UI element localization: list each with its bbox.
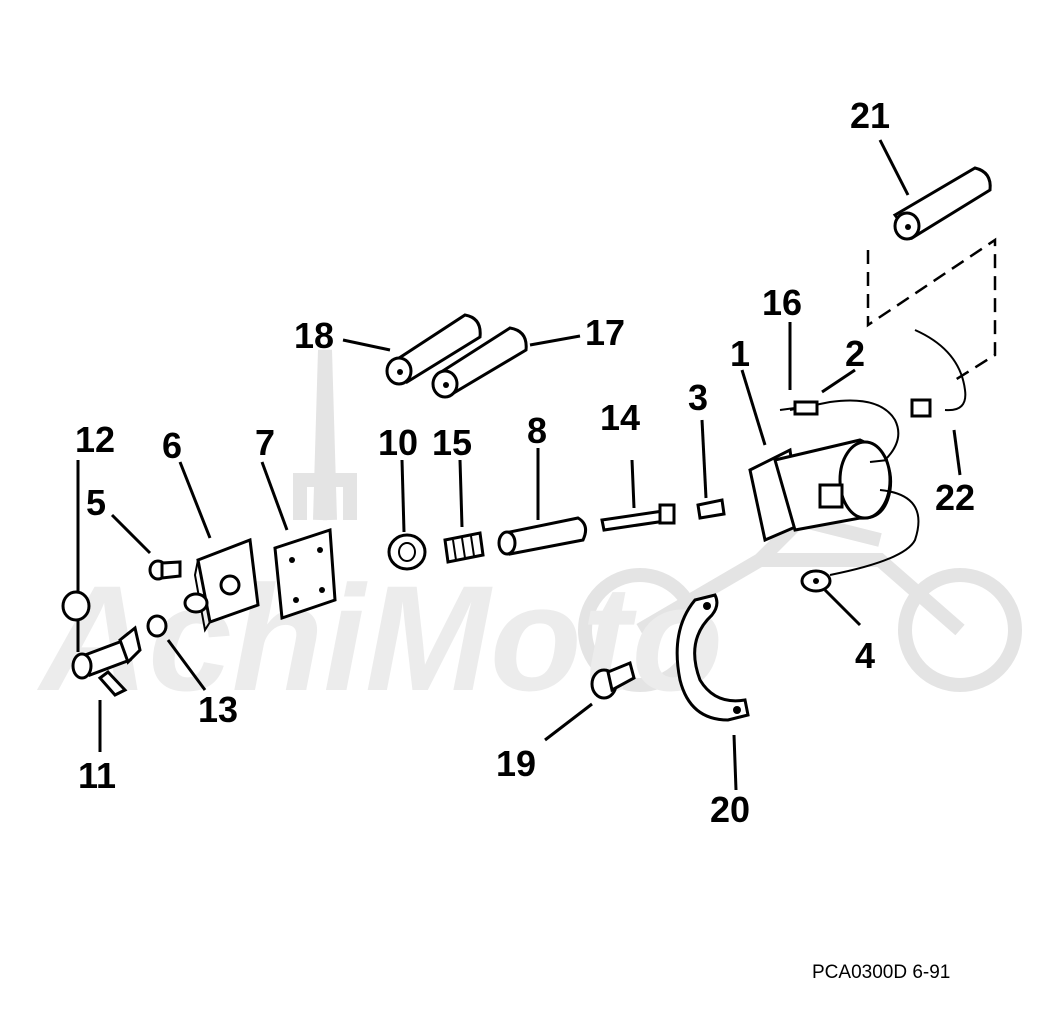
callout-21: 21 [850, 95, 890, 136]
part-2-16-connector [779, 399, 900, 461]
watermark-text: AchiMoto [36, 554, 723, 722]
callout-16: 16 [762, 282, 802, 323]
part-22-wire [910, 329, 967, 418]
part-3-spring [696, 498, 726, 520]
part-8-tube [497, 516, 588, 556]
leader-lines [76, 139, 962, 791]
callout-7: 7 [255, 422, 275, 463]
callout-14: 14 [600, 397, 640, 438]
callout-19: 19 [496, 743, 536, 784]
part-13-washer [146, 614, 168, 638]
part-7-gasket [273, 527, 337, 621]
callout-22: 22 [935, 477, 975, 518]
part-17-tube [431, 326, 528, 399]
callout-2: 2 [845, 333, 865, 374]
callouts: 21 16 2 1 18 17 3 14 8 10 15 7 6 12 5 22… [75, 95, 975, 830]
reference-box [866, 237, 997, 382]
part-11-valve [71, 625, 142, 697]
part-20-clamp [675, 593, 750, 722]
callout-5: 5 [86, 482, 106, 523]
callout-1: 1 [730, 333, 750, 374]
part-5-screw [148, 559, 182, 581]
callout-15: 15 [432, 422, 472, 463]
part-12-cap [61, 590, 91, 622]
callout-3: 3 [688, 377, 708, 418]
callout-12: 12 [75, 419, 115, 460]
part-6-cover [183, 537, 260, 633]
callout-18: 18 [294, 315, 334, 356]
part-14-pin [600, 503, 676, 532]
part-21-tube [892, 166, 992, 241]
part-18-tube [385, 313, 482, 386]
callout-4: 4 [855, 635, 875, 676]
callout-11: 11 [78, 755, 116, 796]
callout-10: 10 [378, 422, 418, 463]
drawing-code: PCA0300D 6-91 [812, 962, 950, 983]
part-19-bolt [590, 660, 636, 700]
part-1-motor [748, 438, 893, 543]
callout-20: 20 [710, 789, 750, 830]
callout-17: 17 [585, 312, 625, 353]
callout-8: 8 [527, 410, 547, 451]
part-10-nut [387, 533, 427, 571]
callout-13: 13 [198, 689, 238, 730]
part-4-terminal [800, 489, 920, 593]
callout-6: 6 [162, 425, 182, 466]
